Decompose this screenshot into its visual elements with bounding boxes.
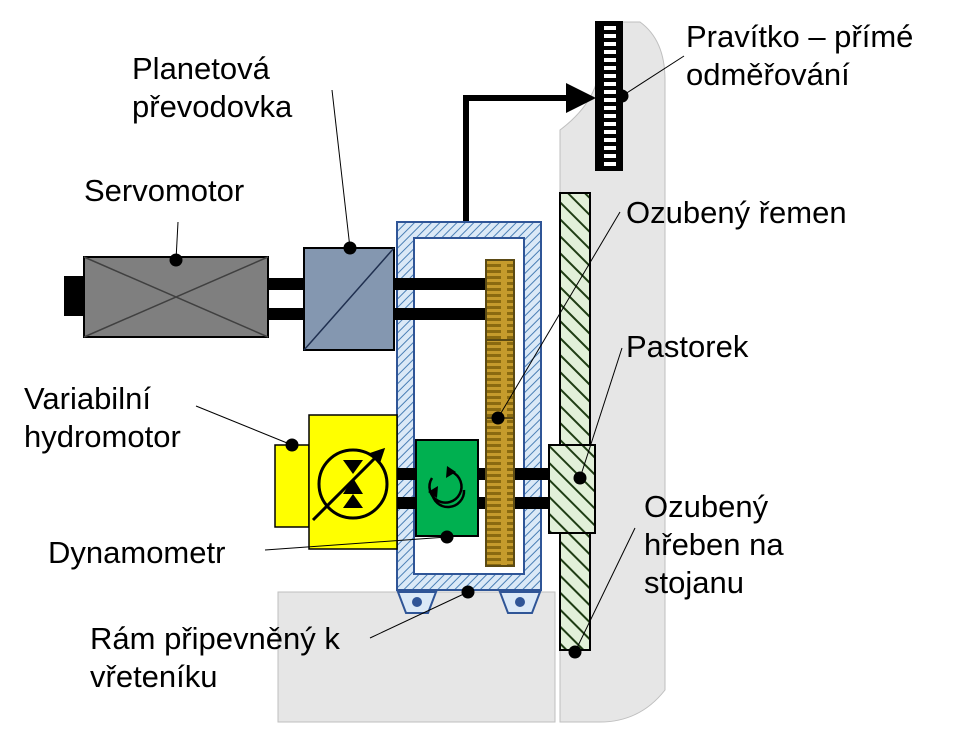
motion-arrow (463, 83, 596, 222)
belt-label: Ozubený řemen (626, 194, 847, 232)
gearbox-label-line2: převodovka (132, 89, 293, 124)
ruler-label-line1: Pravítko – přímé (686, 19, 914, 54)
servomotor-label: Servomotor (84, 172, 244, 210)
mounting-frame (396, 221, 542, 614)
hydromotor (274, 414, 398, 550)
hydromotor-label-line2: hydromotor (24, 419, 181, 454)
rack-label-line3: stojanu (644, 565, 744, 600)
frame-label: Rám připevněný k vřeteníku (90, 620, 340, 696)
frame-label-line2: vřeteníku (90, 659, 218, 694)
planetary-gearbox (303, 247, 395, 351)
rack-label: Ozubený hřeben na stojanu (644, 488, 784, 602)
ruler-label: Pravítko – přímé odměřování (686, 18, 913, 94)
servomotor-label-text: Servomotor (84, 173, 245, 208)
frame-label-line1: Rám připevněný k (90, 621, 340, 656)
pinion-label: Pastorek (626, 328, 748, 366)
leader-lines (169, 55, 685, 659)
dynamometer-label: Dynamometr (48, 534, 225, 572)
gear-rack (559, 192, 591, 651)
pinion-label-text: Pastorek (626, 329, 749, 364)
dynamometer-label-text: Dynamometr (48, 535, 226, 570)
ruler-label-line2: odměřování (686, 57, 850, 92)
dynamometer (415, 439, 479, 537)
servomotor (64, 256, 269, 338)
gearbox-label-line1: Planetová (132, 51, 270, 86)
belt-label-text: Ozubený řemen (626, 195, 847, 230)
gearbox-label: Planetová převodovka (132, 50, 292, 126)
hydromotor-label: Variabilní hydromotor (24, 380, 181, 456)
toothed-belt (485, 259, 515, 567)
hydromotor-label-line1: Variabilní (24, 381, 151, 416)
pinion (548, 444, 596, 534)
rack-label-line2: hřeben na (644, 527, 784, 562)
rack-label-line1: Ozubený (644, 489, 769, 524)
